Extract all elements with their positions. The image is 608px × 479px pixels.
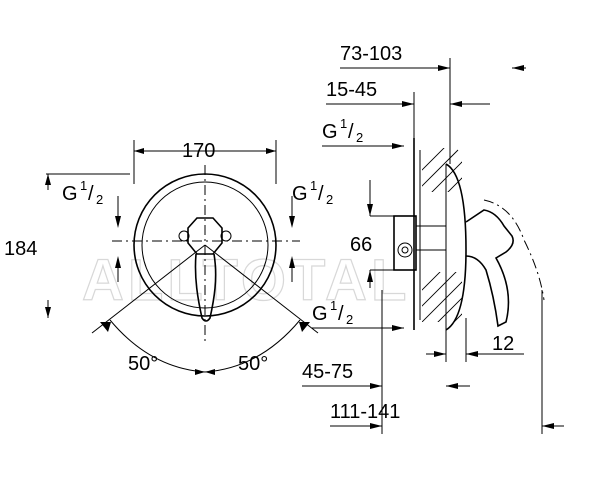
wall-hatch-top	[422, 148, 462, 192]
arrow-right	[266, 148, 276, 154]
dim-overall-depth-label: 111-141	[330, 401, 400, 423]
thread-right-num: 1	[310, 178, 317, 193]
dim-wall-depth-arrow	[402, 101, 414, 107]
thread-left-den: 2	[96, 192, 103, 207]
thread-bottom-arrow	[392, 325, 404, 331]
angle-right-label: 50°	[238, 353, 268, 375]
thread-left-letter: G	[62, 183, 78, 205]
thread-right-arrow-bottom	[289, 256, 295, 268]
angle-arrow-center-left	[195, 369, 205, 375]
thread-right-den: 2	[326, 192, 333, 207]
dim-width-label: 170	[182, 140, 215, 162]
lever-profile	[465, 209, 514, 328]
dim-install-depth-label: 45-75	[302, 361, 353, 383]
thread-left-arrow-bottom	[115, 256, 121, 268]
dim-depth-total-arrow-right	[512, 65, 524, 71]
thread-right-slash: /	[318, 183, 324, 205]
valve-port	[397, 242, 413, 258]
thread-top-den: 2	[356, 130, 363, 145]
thread-bottom-den: 2	[346, 312, 353, 327]
dim-body-arrow-bottom	[367, 270, 373, 282]
thread-top-letter: G	[322, 121, 338, 143]
dim-depth-total-arrow	[438, 65, 450, 71]
front-view: 170 184 G 1 / 2 G 1 / 2 50°	[4, 140, 333, 375]
dim-depth-total-label: 73-103	[340, 43, 402, 65]
lever-swing-path	[483, 199, 545, 301]
side-view: 73-103 15-45 G 1 / 2 66 G 1 / 2	[302, 43, 564, 434]
angle-line-left	[91, 244, 206, 334]
thread-bottom-num: 1	[330, 298, 337, 313]
handle-lever	[194, 253, 217, 322]
thread-top-arrow	[392, 143, 404, 149]
angle-left-label: 50°	[128, 353, 158, 375]
thread-left-arrow-top	[115, 216, 121, 228]
angle-arc-left	[109, 319, 206, 373]
dim-body-arrow-top	[367, 204, 373, 216]
thread-right-letter: G	[292, 183, 308, 205]
dim-plate-arrow-left	[434, 351, 446, 357]
escutcheon-profile	[445, 163, 467, 331]
thread-top-slash: /	[348, 121, 354, 143]
dim-wall-depth-arrow-right	[450, 101, 462, 107]
angle-arrow-center-right	[205, 369, 215, 375]
screw-left	[178, 230, 190, 242]
dim-install-depth-arrow	[370, 383, 382, 389]
thread-bottom-slash: /	[338, 303, 344, 325]
dim-overall-depth-arrow	[370, 423, 382, 429]
thread-top-num: 1	[340, 116, 347, 131]
angle-arrow-left	[100, 322, 111, 332]
thread-left-slash: /	[88, 183, 94, 205]
valve-port-inner	[401, 246, 409, 254]
angle-line-right	[204, 244, 319, 334]
dim-body-height-label: 66	[350, 234, 372, 256]
dim-plate-label: 12	[492, 333, 514, 355]
dim-install-depth-arrow-right	[446, 383, 458, 389]
wall-hatch-bottom	[422, 272, 462, 322]
arrow-height-bottom	[45, 307, 51, 318]
thread-left-num: 1	[80, 178, 87, 193]
dim-overall-depth-arrow-right	[542, 423, 554, 429]
arrow-left	[134, 148, 144, 154]
thread-bottom-letter: G	[312, 303, 328, 325]
thread-right-arrow-top	[289, 216, 295, 228]
angle-arrow-right	[299, 322, 310, 332]
angle-arc-right	[204, 319, 301, 373]
handle-hub	[187, 217, 223, 255]
dim-plate-arrow-right	[466, 351, 478, 357]
dim-height-label: 184	[4, 238, 37, 260]
dim-wall-depth-label: 15-45	[326, 79, 377, 101]
